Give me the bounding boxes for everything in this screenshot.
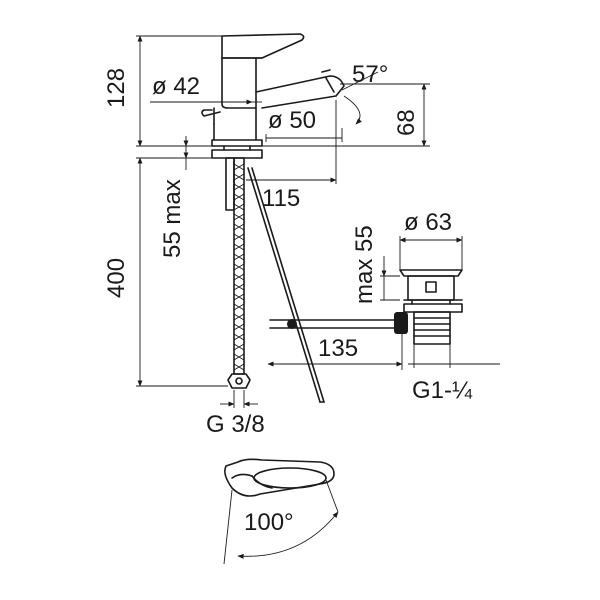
dim-400: 400 [103, 258, 130, 298]
dimension-labels: 128 ø 42 57° 68 ø 50 115 55 max 400 G 3/… [103, 61, 473, 536]
dim-135: 135 [318, 335, 358, 362]
hose-braid [233, 163, 245, 371]
faucet-side-view [201, 33, 408, 403]
handle-top-view [224, 458, 335, 497]
dim-angle-100: 100° [244, 509, 294, 536]
dim-68: 68 [393, 109, 420, 136]
dim-g1-1-4: G1-¼ [412, 377, 473, 404]
dim-g-3-8: G 3/8 [206, 411, 265, 438]
dim-115: 115 [262, 185, 300, 212]
dim-diameter-63: ø 63 [404, 209, 452, 236]
dimension-lines [136, 35, 500, 565]
dim-max-55: max 55 [351, 225, 378, 304]
dim-diameter-50: ø 50 [268, 107, 316, 134]
dim-diameter-42: ø 42 [152, 73, 200, 100]
dim-angle-57: 57° [352, 61, 388, 88]
dim-128: 128 [103, 68, 130, 108]
dim-55-max: 55 max [159, 179, 186, 258]
pop-up-waste [399, 269, 463, 345]
